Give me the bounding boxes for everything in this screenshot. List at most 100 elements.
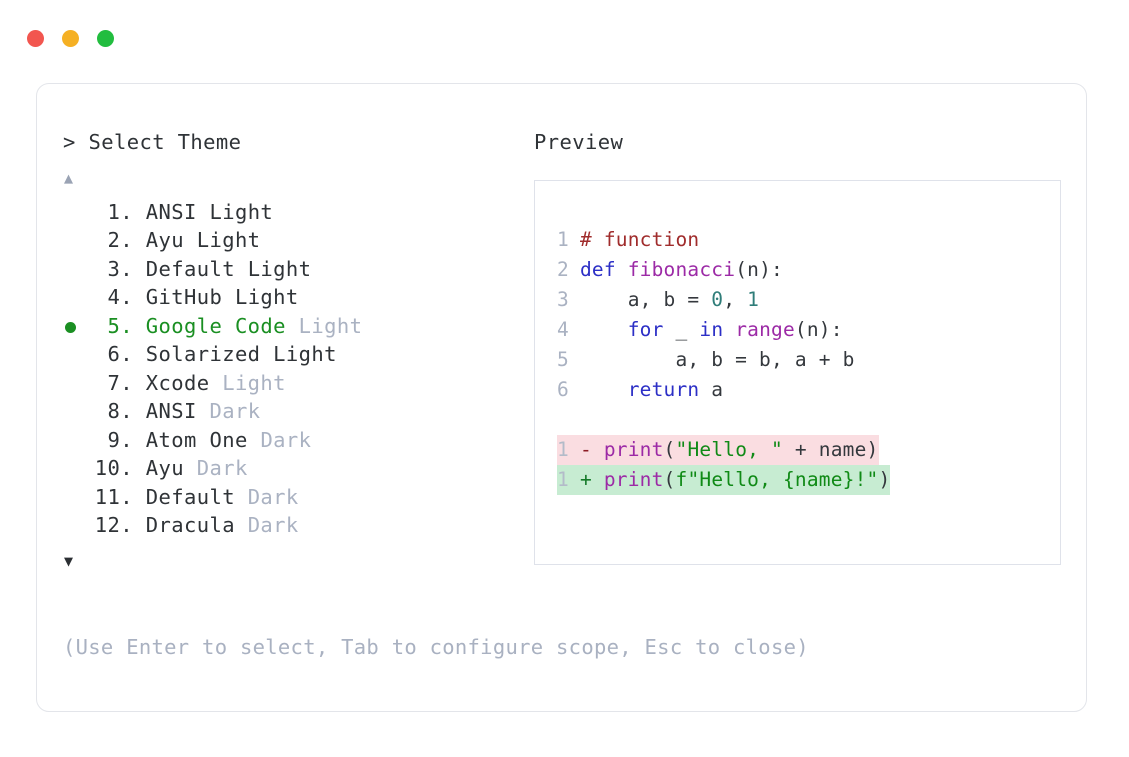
theme-item-variant: Light — [273, 342, 337, 366]
diff-sample: 1 - print("Hello, " + name)1 + print(f"H… — [535, 405, 1060, 495]
code-token: in — [699, 317, 724, 341]
code-line: 3 a, b = 0, 1 — [557, 285, 1060, 315]
gutter-gap — [568, 348, 580, 371]
theme-item-gap — [133, 285, 146, 309]
gutter-gap — [568, 438, 580, 461]
theme-item-number: 1. — [107, 199, 133, 224]
code-token: range — [735, 317, 795, 341]
theme-item-name: ANSI — [145, 199, 210, 224]
diff-minus-icon: - — [579, 437, 604, 461]
code-line: 4 for _ in range(n): — [557, 315, 1060, 345]
theme-item-number: 3. — [107, 256, 133, 281]
code-token: 1 — [747, 287, 760, 311]
code-line: 5 a, b = b, a + b — [557, 345, 1060, 375]
code-token: def — [579, 257, 628, 281]
theme-item-number: 10. — [94, 456, 133, 480]
code-line: 1 # function — [557, 225, 1060, 255]
theme-item-gap — [133, 513, 146, 537]
theme-item-number: 6. — [107, 342, 133, 366]
gutter-gap — [568, 228, 580, 251]
theme-item-variant: Light — [247, 256, 312, 281]
theme-list-item[interactable]: 7. Xcode Light — [63, 371, 533, 400]
theme-item-number: 12. — [94, 513, 133, 537]
theme-item-variant: Dark — [196, 456, 248, 480]
theme-list-item[interactable]: 4. GitHub Light — [63, 285, 533, 314]
select-theme-prompt: > Select Theme — [63, 130, 242, 154]
theme-item-gap — [133, 228, 146, 252]
theme-list-item[interactable]: 2. Ayu Light — [63, 228, 533, 257]
diff-removed-line: 1 - print("Hello, " + name) — [557, 434, 879, 465]
code-token: (n): — [735, 257, 783, 281]
theme-item-name: Xcode — [145, 370, 223, 395]
selected-bullet-icon — [63, 322, 89, 334]
close-dot[interactable] — [27, 30, 44, 47]
code-token — [723, 318, 735, 341]
gutter-gap — [568, 288, 580, 311]
theme-item-variant: Light — [234, 285, 299, 309]
code-token: "Hello, " — [675, 437, 783, 461]
diff-row: 1 - print("Hello, " + name) — [557, 434, 1060, 465]
theme-list-item[interactable]: 8. ANSI Dark — [63, 399, 533, 428]
theme-list-item[interactable]: 10. Ayu Dark — [63, 456, 533, 485]
code-token: _ — [663, 317, 700, 341]
theme-item-name: Ayu — [145, 456, 197, 480]
theme-item-gap — [133, 257, 146, 281]
preview-label: Preview — [534, 130, 624, 154]
theme-item-variant: Light — [196, 228, 261, 252]
line-number: 2 — [557, 257, 569, 281]
code-token: print — [603, 467, 664, 491]
theme-item-gap — [133, 485, 146, 509]
theme-item-gap — [133, 314, 146, 338]
scroll-up-arrow-icon[interactable]: ▲ — [64, 168, 74, 187]
theme-item-number: 11. — [94, 484, 133, 509]
theme-item-variant: Dark — [247, 513, 299, 537]
theme-list-item[interactable]: 12. Dracula Dark — [63, 513, 533, 542]
theme-item-name: Default — [145, 484, 248, 509]
code-token: (n): — [794, 317, 843, 341]
minimize-dot[interactable] — [62, 30, 79, 47]
code-token: 0 — [711, 287, 724, 311]
theme-list-item[interactable]: 3. Default Light — [63, 257, 533, 286]
gutter-gap — [568, 378, 580, 401]
code-token: f"Hello, {name}!" — [675, 467, 879, 491]
code-token: for — [627, 317, 664, 341]
theme-list-item[interactable]: 9. Atom One Dark — [63, 428, 533, 457]
gutter-gap — [568, 318, 580, 341]
gutter-gap — [568, 468, 580, 491]
diff-plus-icon: + — [579, 467, 604, 491]
theme-item-number: 9. — [107, 427, 133, 452]
keyboard-hint: (Use Enter to select, Tab to configure s… — [63, 635, 809, 659]
theme-item-variant: Dark — [209, 399, 261, 423]
code-token: a, b = b, a + b — [579, 347, 855, 371]
theme-item-number: 8. — [107, 399, 133, 423]
theme-item-variant: Light — [209, 199, 274, 224]
code-token — [580, 378, 628, 401]
gutter-gap — [568, 258, 580, 281]
diff-added-line: 1 + print(f"Hello, {name}!") — [557, 464, 891, 495]
line-number: 1 — [557, 467, 569, 491]
code-token: # function — [579, 227, 700, 251]
line-number: 3 — [557, 287, 569, 311]
line-number: 6 — [557, 377, 569, 401]
line-number: 1 — [557, 437, 569, 461]
code-token — [580, 318, 628, 341]
selected-bullet-icon — [65, 322, 76, 334]
theme-list-item[interactable]: 6. Solarized Light — [63, 342, 533, 371]
code-token: ) — [878, 467, 891, 491]
code-token: fibonacci — [627, 257, 736, 281]
theme-item-name: Ayu — [145, 228, 197, 252]
scroll-down-arrow-icon[interactable]: ▼ — [64, 551, 74, 570]
theme-item-variant: Light — [298, 313, 363, 338]
theme-list-item[interactable]: 1. ANSI Light — [63, 200, 533, 229]
maximize-dot[interactable] — [97, 30, 114, 47]
theme-item-name: Atom One — [145, 427, 261, 452]
theme-item-variant: Dark — [247, 484, 299, 509]
theme-list-item[interactable]: 11. Default Dark — [63, 485, 533, 514]
theme-list-item[interactable]: 5. Google Code Light — [63, 314, 533, 343]
code-token: + name) — [782, 437, 879, 461]
